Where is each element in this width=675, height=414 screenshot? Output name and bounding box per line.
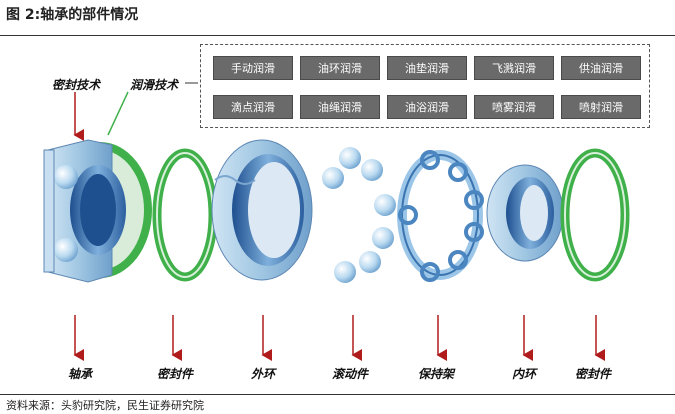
lube-method-manual: 手动润滑 [213, 56, 293, 80]
seal-ring-right [560, 148, 630, 282]
figure-title: 图 2:轴承的部件情况 [6, 7, 139, 23]
part-label-outer-ring: 外环 [250, 367, 276, 381]
callout-seal-tech: 密封技术 [52, 78, 101, 92]
part-label-cage: 保持架 [417, 367, 455, 381]
lube-method-jet: 喷射润滑 [561, 95, 641, 119]
part-arrows [73, 315, 605, 361]
bearing-cage [397, 150, 484, 282]
lube-method-oil-supply: 供油润滑 [561, 56, 641, 80]
bottom-rule [0, 394, 675, 395]
part-label-inner-ring: 内环 [511, 367, 537, 381]
callout-lube-tech: 润滑技术 [130, 78, 179, 92]
lube-method-mist: 喷雾润滑 [474, 95, 554, 119]
lube-method-oil-ring: 油环润滑 [300, 56, 380, 80]
outer-ring [211, 139, 313, 281]
part-label-seal-left: 密封件 [156, 367, 194, 381]
seal-ring-left [152, 148, 218, 282]
lube-method-splash: 飞溅润滑 [474, 56, 554, 80]
part-label-rolling-elements: 滚动件 [331, 367, 369, 381]
top-rule [0, 35, 675, 36]
assembled-bearing [43, 139, 152, 283]
lubrication-methods-box: 手动润滑 油环润滑 油垫润滑 飞溅润滑 供油润滑 滴点润滑 油绳润滑 油浴润滑 … [200, 44, 650, 128]
source-note: 资料来源：头豹研究院，民生证券研究院 [6, 399, 204, 412]
part-label-bearing: 轴承 [67, 367, 93, 381]
lube-method-oil-bath: 油浴润滑 [387, 95, 467, 119]
part-label-seal-right: 密封件 [574, 367, 612, 381]
lube-method-wick: 油绳润滑 [300, 95, 380, 119]
inner-ring [486, 164, 564, 262]
lube-method-oil-pad: 油垫润滑 [387, 56, 467, 80]
lube-callout-arrow [107, 91, 129, 136]
lube-method-drip: 滴点润滑 [213, 95, 293, 119]
rolling-elements [322, 147, 396, 283]
